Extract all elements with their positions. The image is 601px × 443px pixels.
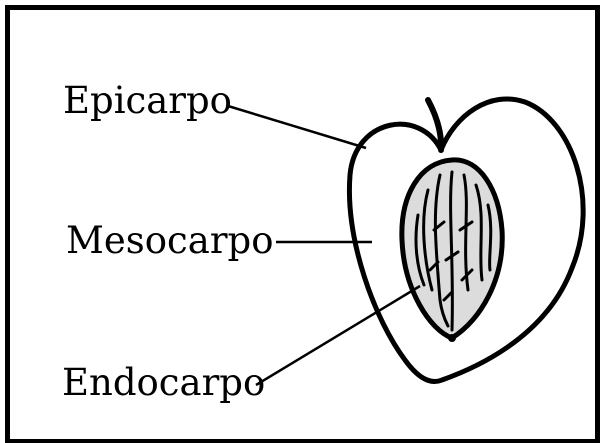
- pit-tip: [448, 334, 456, 342]
- label-epicarp: Epicarpo: [63, 82, 232, 119]
- label-endocarp: Endocarpo: [62, 364, 265, 401]
- epicarp-leader-line: [228, 106, 366, 148]
- label-mesocarp: Mesocarpo: [66, 222, 273, 259]
